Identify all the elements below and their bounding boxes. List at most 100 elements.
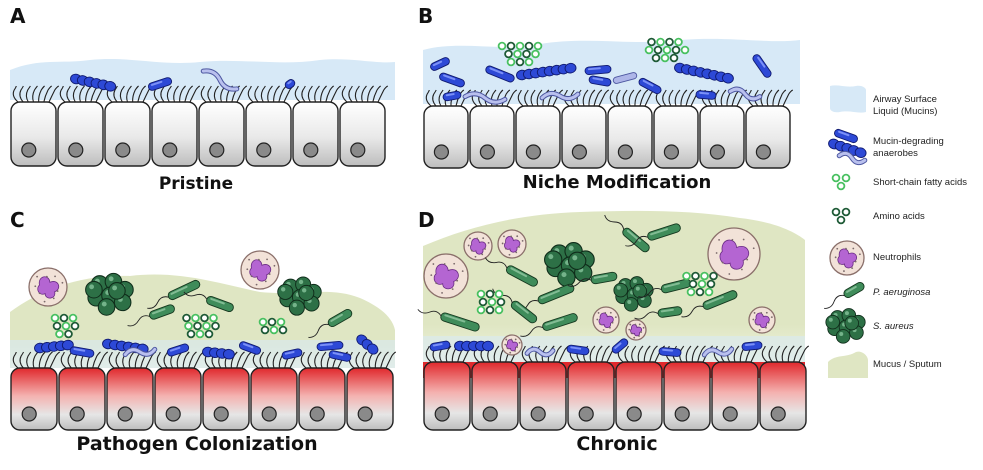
legend-anaerobes-line1: Mucin-degrading: [873, 136, 944, 147]
panel-b-cilium: [524, 89, 529, 107]
flagellum: [567, 278, 592, 287]
panel-d-cilium: [685, 345, 692, 363]
neutrophil-granule: [45, 275, 48, 278]
panel-c-cilium: [12, 351, 19, 369]
flagellum: [604, 214, 625, 230]
neutrophil: [423, 253, 469, 299]
panel-c-cell-nucleus: [69, 406, 85, 422]
panel-c-cilium: [60, 351, 67, 369]
panel-a-cilium: [48, 85, 60, 103]
panel-c-epithelial-cell: [202, 367, 250, 431]
panel-letter-c: C: [10, 208, 25, 232]
panel-c-cilium: [19, 351, 25, 369]
neutrophil-granule: [264, 280, 267, 283]
panel-a-epithelial-cell: [292, 101, 339, 167]
panel-b-cilium: [766, 89, 773, 107]
neutrophil-granule: [509, 351, 512, 354]
neutrophil-granule: [741, 268, 743, 271]
panel-d-cell-nucleus: [674, 406, 690, 422]
neutrophil-granule: [742, 238, 745, 241]
neutrophil-granule: [504, 247, 507, 250]
anaerobe-cell: [104, 80, 117, 92]
short-chain-fatty-acid: [494, 289, 504, 299]
neutrophil-granule: [515, 251, 518, 254]
panel-a-cilium: [119, 85, 125, 103]
anaerobe-rod: [430, 57, 450, 71]
neutrophil-nucleus: [433, 263, 459, 290]
wavy-fill: [201, 69, 239, 91]
panel-b-cell-nucleus: [433, 144, 449, 160]
p-aeruginosa-rod: [127, 304, 175, 327]
panel-a-cell-nucleus: [256, 142, 272, 158]
panel-title-chronic: Chronic: [576, 433, 658, 455]
panel-c-cell-nucleus: [165, 406, 181, 422]
anaerobe-chain: [516, 62, 577, 81]
amino-acid: [647, 37, 656, 47]
s-aureus-highlight: [616, 285, 621, 290]
anaerobe-cell: [61, 339, 74, 351]
anaerobe-rod: [429, 340, 451, 352]
panel-b-cilium: [714, 89, 720, 107]
flagellum: [520, 326, 544, 337]
panel-c-cilium: [128, 351, 135, 369]
panel-c-cilium: [108, 351, 115, 369]
panel-a-cilium: [254, 85, 259, 103]
neutrophil: [625, 319, 647, 341]
amino-acid: [831, 207, 841, 217]
panel-c-cilium: [44, 351, 53, 369]
p-aeruginosa-highlight: [330, 313, 343, 322]
s-aureus-coccus: [277, 283, 294, 300]
neutrophil-granule: [609, 326, 611, 329]
anaerobe-rod: [284, 79, 296, 89]
panel-c-cilium: [362, 351, 368, 369]
neutrophil-granule: [474, 255, 477, 258]
panel-title-pristine: Pristine: [158, 174, 234, 194]
s-aureus-cluster: [613, 276, 654, 312]
s-aureus-highlight: [89, 284, 95, 290]
anaerobe-body: [429, 340, 451, 352]
flagellum: [634, 311, 659, 320]
panel-b-epithelial-cell: [699, 105, 745, 169]
neutrophil-granule: [628, 328, 631, 331]
short-chain-fatty-acid: [487, 297, 497, 307]
p-aeruginosa-highlight: [650, 228, 668, 236]
panel-c-cilium: [38, 351, 46, 369]
panel-b-cilium: [517, 89, 524, 107]
neutrophil-granule: [508, 253, 511, 256]
panel-title-pathogen-colonization: Pathogen Colonization: [76, 433, 318, 455]
neutrophil-granule: [721, 261, 724, 264]
airway-surface-liquid-layer: [10, 59, 395, 100]
p-aeruginosa-highlight: [593, 274, 608, 279]
panel-c-cell-nucleus: [117, 406, 133, 422]
panel-d-cilium: [761, 345, 768, 363]
amino-acid: [193, 321, 202, 331]
s-aureus-coccus: [835, 329, 851, 344]
panel-d-cilium: [521, 345, 528, 363]
anaerobe-highlight: [169, 346, 181, 352]
anaerobe-rod: [695, 90, 717, 100]
neutrophil-granule: [614, 316, 617, 319]
amino-acid: [200, 313, 209, 323]
anaerobe-body: [316, 340, 344, 352]
wavy-fill: [837, 151, 867, 165]
panel-a-cilium: [247, 85, 254, 103]
panel-a-cilium: [113, 85, 118, 103]
p-aeruginosa-body: [590, 271, 618, 285]
s-aureus-coccus: [568, 251, 587, 270]
neutrophil-granule: [521, 240, 524, 242]
short-chain-fatty-acid: [836, 181, 846, 191]
panel-c-cilium: [355, 351, 361, 369]
amino-acid: [709, 271, 718, 281]
neutrophil-granule: [752, 318, 755, 321]
p-aeruginosa-highlight: [663, 282, 680, 288]
panel-c-epithelium: [10, 367, 394, 431]
neutrophil-granule: [273, 264, 276, 267]
legend-label-s-aureus: S. aureus: [873, 321, 914, 332]
flagellum: [127, 315, 150, 327]
panel-d-metabolite-cluster: [682, 271, 718, 297]
anaerobe-highlight: [699, 91, 710, 95]
panel-a-cilium: [19, 85, 24, 103]
neutrophil-granule: [503, 235, 505, 238]
panel-d-cilium: [643, 345, 651, 363]
